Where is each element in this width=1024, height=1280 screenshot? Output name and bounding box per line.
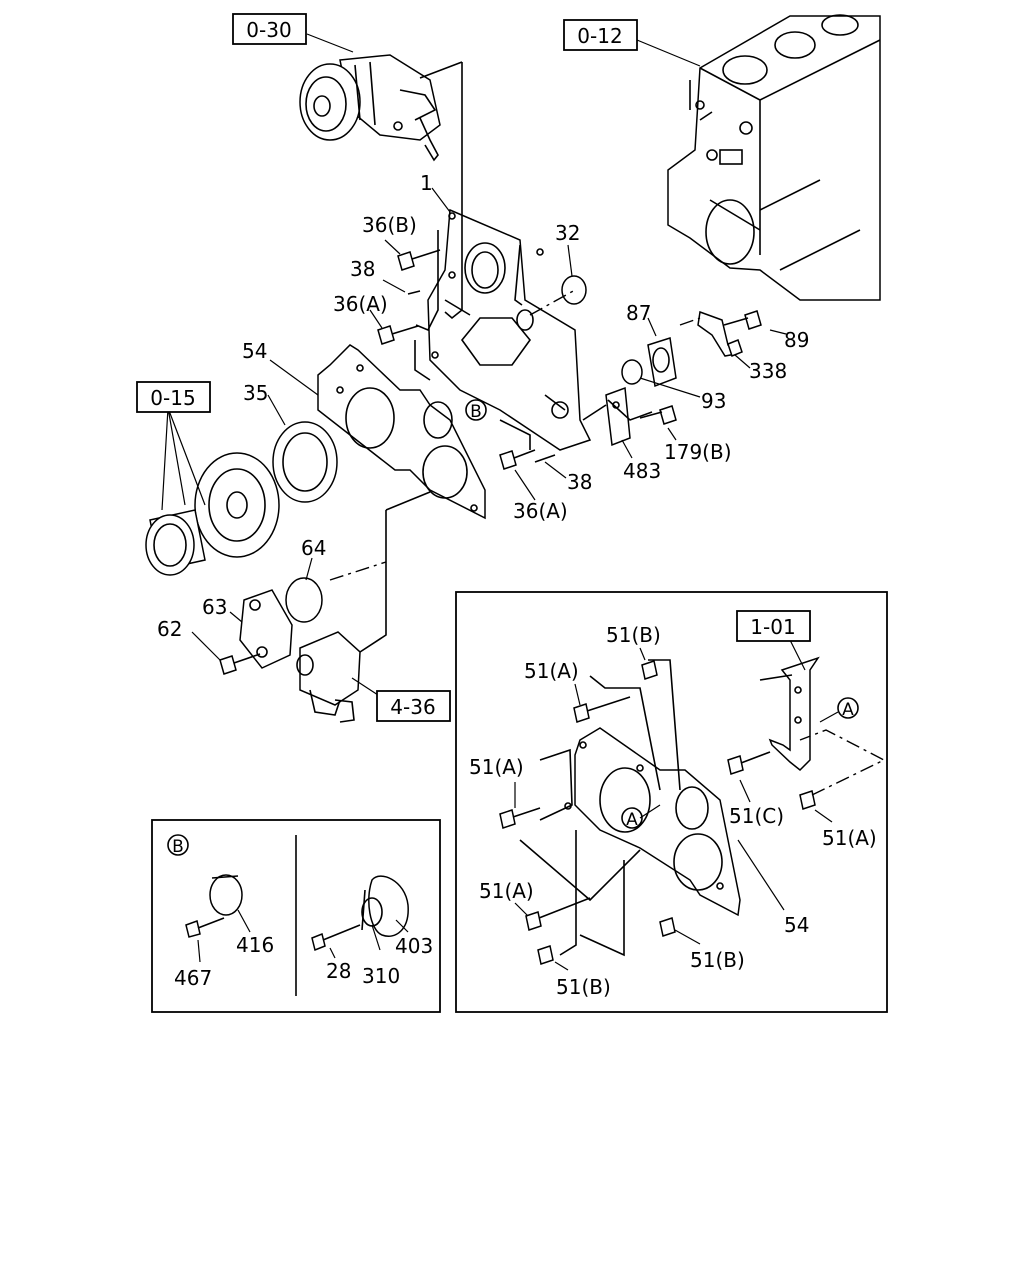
- svg-text:4-36: 4-36: [390, 695, 435, 719]
- label-51a-top: 51(A): [524, 659, 579, 683]
- label-403: 403: [395, 934, 433, 958]
- label-467: 467: [174, 966, 212, 990]
- svg-text:A: A: [626, 810, 638, 830]
- svg-text:B: B: [470, 402, 482, 422]
- label-36a-bottom: 36(A): [513, 499, 568, 523]
- label-63: 63: [202, 595, 227, 619]
- label-51b-bottom: 51(B): [556, 975, 611, 999]
- label-483: 483: [623, 459, 661, 483]
- bolts-upper: [377, 249, 556, 470]
- cover-and-pump: [219, 577, 361, 723]
- leader-lines-main: [161, 33, 787, 696]
- inset-plate: [455, 591, 888, 1013]
- ref-box-1-01: 1-01: [736, 610, 811, 642]
- label-1: 1: [420, 171, 433, 195]
- inset-b: [151, 819, 441, 1013]
- label-54-main: 54: [242, 339, 267, 363]
- label-93: 93: [701, 389, 726, 413]
- marker-b-main: B: [465, 399, 487, 422]
- compressor-assembly: [299, 54, 441, 162]
- label-38-bottom: 38: [567, 470, 592, 494]
- label-51b-right: 51(B): [690, 948, 745, 972]
- label-36a-top: 36(A): [333, 292, 388, 316]
- label-338: 338: [749, 359, 787, 383]
- ref-box-0-15: 0-15: [136, 381, 211, 413]
- label-51a-left: 51(A): [469, 755, 524, 779]
- label-51a-right: 51(A): [822, 826, 877, 850]
- bracket-assembly: [605, 310, 762, 447]
- timing-plate-54: [317, 344, 486, 520]
- crank-pulley: [145, 452, 280, 576]
- marker-a-bracket: A: [837, 697, 859, 720]
- label-62: 62: [157, 617, 182, 641]
- svg-text:0-30: 0-30: [246, 18, 291, 42]
- label-54-inset: 54: [784, 913, 809, 937]
- svg-text:A: A: [842, 700, 854, 720]
- ref-box-0-12: 0-12: [563, 19, 638, 51]
- ref-box-0-30: 0-30: [232, 13, 307, 45]
- label-416: 416: [236, 933, 274, 957]
- label-35: 35: [243, 381, 268, 405]
- label-89: 89: [784, 328, 809, 352]
- marker-b-inset: B: [167, 834, 189, 857]
- part-labels: 1 36(B) 38 36(A) 32 87 89 338 54 35 93 1…: [157, 171, 877, 999]
- svg-text:1-01: 1-01: [750, 615, 795, 639]
- svg-text:B: B: [172, 837, 184, 857]
- label-32: 32: [555, 221, 580, 245]
- label-38-top: 38: [350, 257, 375, 281]
- label-310: 310: [362, 964, 400, 988]
- oil-seal-35: [272, 421, 338, 503]
- timing-case-plate: [427, 208, 592, 451]
- svg-text:0-12: 0-12: [577, 24, 622, 48]
- label-64: 64: [301, 536, 326, 560]
- label-51b-top: 51(B): [606, 623, 661, 647]
- svg-text:0-15: 0-15: [150, 386, 195, 410]
- label-51a-lower: 51(A): [479, 879, 534, 903]
- ref-box-4-36: 4-36: [376, 690, 451, 722]
- label-87: 87: [626, 301, 651, 325]
- engine-block: [667, 14, 881, 301]
- o-ring-32: [561, 275, 587, 305]
- label-36b: 36(B): [362, 213, 417, 237]
- label-28: 28: [326, 959, 351, 983]
- label-51c: 51(C): [729, 804, 784, 828]
- marker-a-plate: A: [621, 807, 643, 830]
- label-179b: 179(B): [664, 440, 732, 464]
